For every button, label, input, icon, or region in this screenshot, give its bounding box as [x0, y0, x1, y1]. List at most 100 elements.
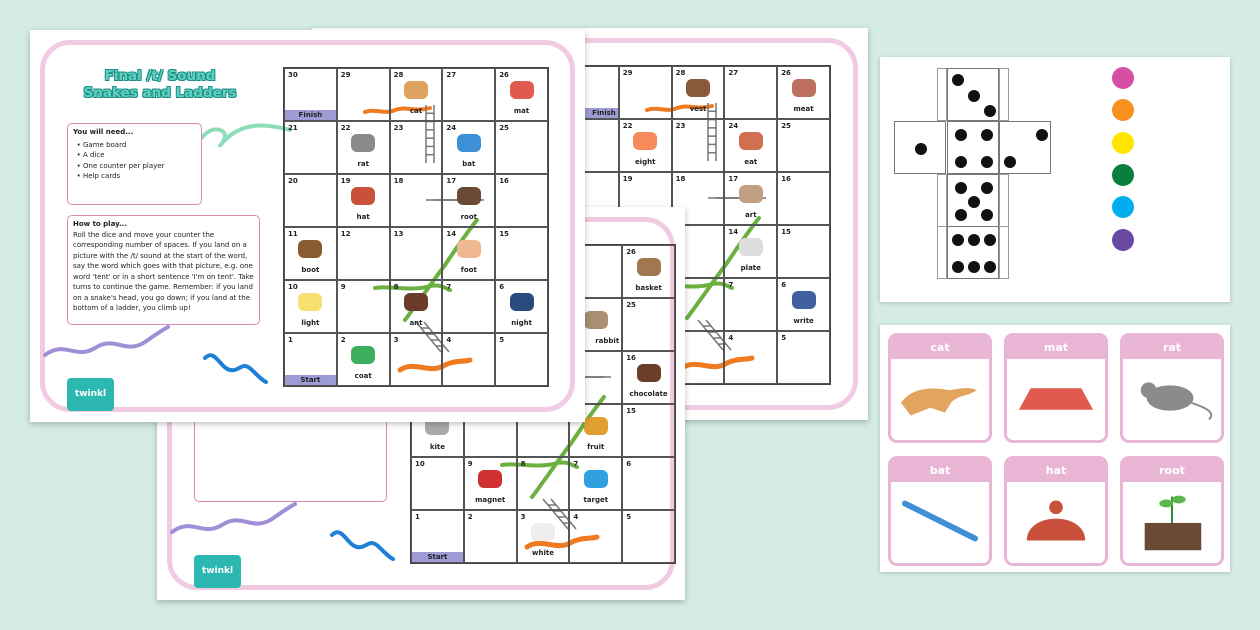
dice-face-bottom	[947, 226, 999, 279]
square-word: night	[511, 319, 532, 327]
help-card-cat: cat	[888, 333, 992, 443]
board-square-21: 21	[284, 121, 337, 174]
square-number: 17	[728, 175, 739, 183]
square-number: 29	[622, 69, 633, 77]
rat-picture	[1140, 382, 1213, 421]
square-word: bat	[462, 160, 476, 168]
dice-pip	[968, 195, 980, 208]
board-square-27: 27	[724, 66, 778, 119]
coat-picture	[351, 346, 376, 364]
board-square-13: 13	[389, 227, 443, 280]
square-number: 8	[520, 460, 526, 468]
dice-flap	[999, 226, 1009, 279]
dice-pip	[952, 260, 965, 273]
board-square-16: 16 chocolate	[622, 351, 675, 404]
mat-picture	[509, 81, 534, 99]
square-number: 25	[781, 122, 791, 130]
fruit-picture	[583, 417, 608, 435]
square-number: 24	[728, 122, 739, 130]
help-card-bat: bat	[888, 456, 992, 566]
square-number: 25	[499, 124, 509, 132]
twinkl-logo: twinkl	[67, 378, 114, 411]
dice-flap	[999, 174, 1009, 227]
finish-label: Finish	[285, 110, 336, 120]
rat-picture	[351, 134, 376, 152]
board-square-15: 15	[622, 404, 675, 457]
dice-pip	[981, 129, 993, 142]
square-number: 23	[675, 122, 686, 130]
rabbit-picture	[583, 311, 608, 329]
square-number: 6	[499, 283, 505, 291]
board-square-4: 4	[442, 333, 496, 386]
board-square-6: 6	[622, 457, 675, 510]
square-number: 13	[393, 230, 404, 238]
square-word: rat	[357, 160, 369, 168]
counter-color-swatch	[1112, 131, 1134, 154]
board-square-29: 29	[336, 68, 390, 121]
cat-picture	[901, 387, 978, 416]
square-number: 16	[626, 354, 636, 362]
square-number: 9	[340, 283, 346, 291]
help-card-word: bat	[891, 459, 989, 482]
square-number: 26	[499, 71, 509, 79]
square-word: hat	[356, 213, 370, 221]
dice-pip	[1035, 129, 1048, 142]
page-border	[40, 40, 575, 412]
square-number: 21	[288, 124, 298, 132]
dice-face-center	[947, 121, 999, 174]
list-item: Game board	[83, 140, 196, 151]
square-number: 1	[288, 336, 293, 344]
you-will-need-box: You will need...Game boardA diceOne coun…	[67, 123, 202, 205]
square-number: 3	[393, 336, 399, 344]
counter-color-swatch	[1112, 67, 1134, 89]
board-square-24: 24 bat	[442, 121, 496, 174]
board-square-15: 15	[777, 225, 830, 278]
square-number: 24	[446, 124, 457, 132]
square-number: 30	[288, 71, 298, 79]
square-number: 18	[393, 177, 404, 185]
square-number: 16	[499, 177, 509, 185]
board-square-16: 16	[777, 172, 830, 225]
board-square-4: 4	[724, 331, 778, 384]
help-card-word: cat	[891, 336, 989, 359]
meat-picture	[791, 79, 816, 97]
square-number: 28	[393, 71, 404, 79]
board-square-23: 23	[671, 119, 725, 172]
dice-pip	[1004, 155, 1017, 168]
board-square-3: 3	[389, 333, 443, 386]
square-word: chocolate	[629, 390, 668, 398]
square-number: 5	[626, 513, 632, 521]
board-square-4: 4	[569, 510, 623, 563]
help-card-root: root	[1120, 456, 1224, 566]
square-number: 7	[446, 283, 452, 291]
board-square-29: 29	[618, 66, 672, 119]
board-square-14: fruit	[569, 404, 623, 457]
board-square-6: 6 night	[495, 280, 548, 333]
square-word: basket	[635, 284, 662, 292]
dice-pip	[968, 260, 980, 273]
board-square-18: 18	[671, 172, 725, 225]
dice-pip	[983, 260, 996, 273]
dice-face-third	[947, 174, 999, 227]
square-word: fruit	[587, 443, 605, 451]
board-square-23: 23	[389, 121, 443, 174]
dice-pip	[915, 142, 927, 155]
write-picture	[791, 291, 816, 309]
you-will-need-list: Game boardA diceOne counter per playerHe…	[73, 140, 196, 182]
square-number: 6	[626, 460, 632, 468]
board-square-25: 25	[495, 121, 548, 174]
square-number: 4	[728, 334, 734, 342]
square-word: root	[460, 213, 477, 221]
